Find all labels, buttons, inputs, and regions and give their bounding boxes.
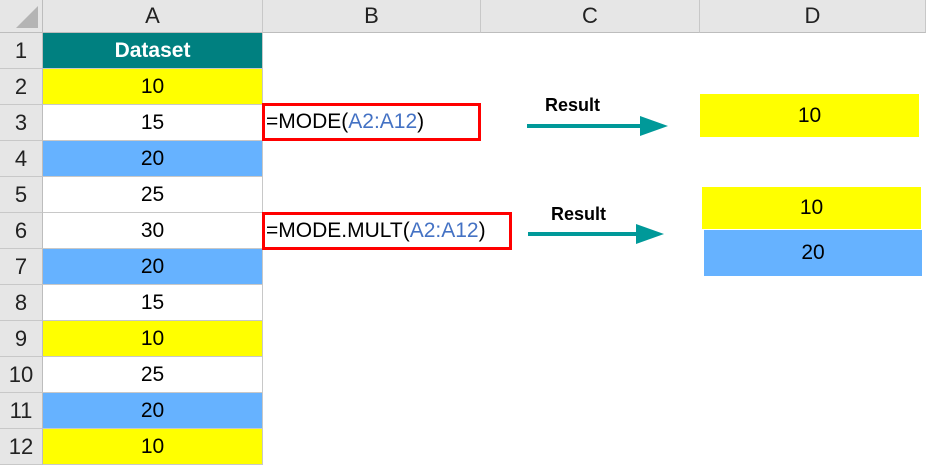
dataset-value-cell[interactable]: 10	[43, 429, 263, 465]
dataset-header-cell[interactable]: Dataset	[43, 33, 263, 69]
column-header-c[interactable]: C	[481, 0, 700, 33]
formula-prefix: =MODE(	[266, 110, 349, 133]
row-header-9[interactable]: 9	[0, 321, 43, 357]
row-header-10[interactable]: 10	[0, 357, 43, 393]
formula-suffix: )	[417, 110, 425, 133]
corner-triangle-icon	[16, 6, 38, 28]
row-header-7[interactable]: 7	[0, 249, 43, 285]
dataset-value-cell[interactable]: 10	[43, 69, 263, 105]
row-header-3[interactable]: 3	[0, 105, 43, 141]
dataset-value-cell[interactable]: 20	[43, 249, 263, 285]
row-header-6[interactable]: 6	[0, 213, 43, 249]
result-label-1: Result	[545, 95, 601, 115]
row-header-1[interactable]: 1	[0, 33, 43, 69]
dataset-value-cell[interactable]: 30	[43, 213, 263, 249]
result-mode-mult-cell-1[interactable]: 10	[702, 187, 921, 229]
column-header-a[interactable]: A	[43, 0, 263, 33]
dataset-value-cell[interactable]: 20	[43, 141, 263, 177]
select-all-corner[interactable]	[0, 0, 43, 33]
dataset-value-cell[interactable]: 25	[43, 357, 263, 393]
column-header-d[interactable]: D	[700, 0, 926, 33]
row-header-4[interactable]: 4	[0, 141, 43, 177]
dataset-value-cell[interactable]: 25	[43, 177, 263, 213]
formula-prefix: =MODE.MULT(	[266, 219, 410, 242]
dataset-value-cell[interactable]: 15	[43, 105, 263, 141]
formula-suffix: )	[478, 219, 486, 242]
result-mode-cell[interactable]: 10	[700, 94, 919, 137]
formula-mode-cell[interactable]: =MODE(A2:A12)	[262, 103, 481, 141]
column-header-b[interactable]: B	[263, 0, 481, 33]
row-header-11[interactable]: 11	[0, 393, 43, 429]
formula-range-ref: A2:A12	[348, 110, 418, 133]
result-label-2: Result	[551, 204, 607, 224]
row-header-12[interactable]: 12	[0, 429, 43, 465]
row-header-5[interactable]: 5	[0, 177, 43, 213]
row-header-2[interactable]: 2	[0, 69, 43, 105]
arrow-right-icon	[527, 116, 668, 136]
dataset-value-cell[interactable]: 15	[43, 285, 263, 321]
result-mode-mult-cell-2[interactable]: 20	[704, 230, 922, 276]
dataset-value-cell[interactable]: 20	[43, 393, 263, 429]
formula-mode-mult-cell[interactable]: =MODE.MULT(A2:A12)	[262, 212, 512, 250]
dataset-value-cell[interactable]: 10	[43, 321, 263, 357]
formula-range-ref: A2:A12	[409, 219, 479, 242]
arrow-right-icon	[528, 224, 664, 244]
row-header-8[interactable]: 8	[0, 285, 43, 321]
